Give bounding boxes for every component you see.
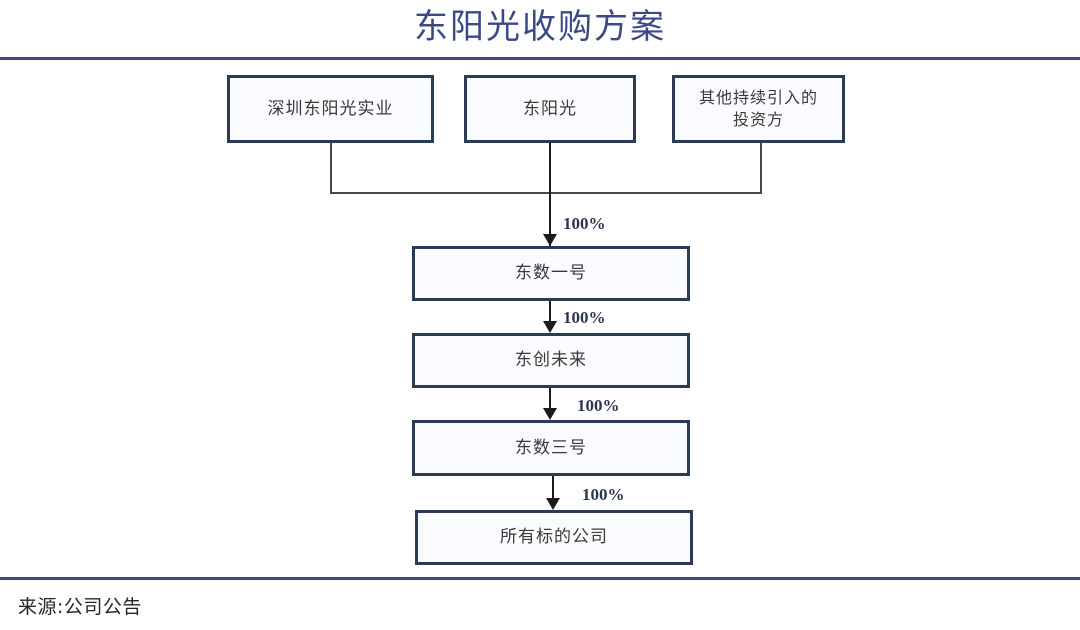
node-label: 深圳东阳光实业 — [267, 98, 394, 119]
node-dongshu-no1[interactable]: 东数一号 — [412, 246, 690, 301]
footer-divider — [0, 577, 1080, 580]
ownership-label-2: 100% — [563, 308, 606, 327]
node-all-target-companies[interactable]: 所有标的公司 — [415, 510, 693, 565]
connector-dongchuang-weilai-to-dongshu-no3 — [549, 388, 551, 410]
page-title: 东阳光收购方案 — [414, 7, 666, 47]
connector-drop-left — [330, 143, 332, 194]
node-shenzhen-dongyangguang-industry[interactable]: 深圳东阳光实业 — [227, 75, 434, 143]
node-dongshu-no3[interactable]: 东数三号 — [412, 420, 690, 476]
node-label: 东数一号 — [515, 263, 587, 284]
header-divider — [0, 57, 1080, 60]
node-other-investors[interactable]: 其他持续引入的 投资方 — [672, 75, 845, 143]
connector-drop-right — [760, 143, 762, 194]
arrowhead-to-dongshu-no1 — [543, 234, 557, 246]
connector-dongshu-no1-to-dongchuang-weilai — [549, 301, 551, 323]
node-label: 东阳光 — [523, 98, 577, 119]
node-label: 所有标的公司 — [500, 527, 608, 548]
connector-dongshu-no3-to-all-target-companies — [552, 476, 554, 500]
node-label: 东数三号 — [515, 437, 587, 458]
node-dongchuang-weilai[interactable]: 东创未来 — [412, 333, 690, 388]
connector-trunk-to-dongshu-no1 — [549, 143, 551, 246]
node-label: 其他持续引入的 投资方 — [698, 88, 818, 129]
arrowhead-to-dongchuang-weilai — [543, 321, 557, 333]
arrowhead-to-dongshu-no3 — [543, 408, 557, 420]
arrowhead-to-all-target-companies — [546, 498, 560, 510]
ownership-label-4: 100% — [582, 485, 625, 504]
ownership-label-1: 100% — [563, 214, 606, 233]
source-caption: 来源:公司公告 — [18, 596, 142, 618]
node-label: 东创未来 — [515, 350, 587, 371]
node-dongyangguang[interactable]: 东阳光 — [464, 75, 636, 143]
connector-bus-horizontal — [330, 192, 761, 194]
ownership-label-3: 100% — [577, 396, 620, 415]
